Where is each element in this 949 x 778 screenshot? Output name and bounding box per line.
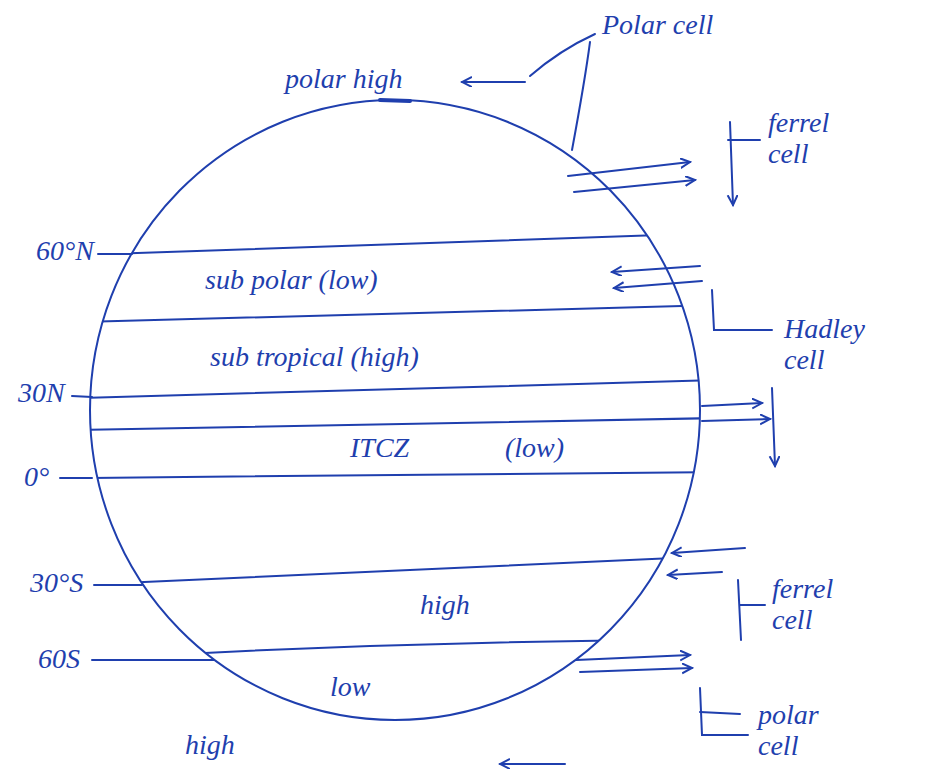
wind-arrow	[574, 180, 695, 192]
wind-arrow	[568, 162, 690, 176]
band-line	[80, 418, 720, 430]
bracket-arrow	[730, 122, 733, 205]
leader-line	[572, 42, 590, 150]
text-label: polar high	[285, 64, 402, 95]
text-label: Polar cell	[602, 10, 713, 41]
leader-line	[740, 604, 765, 606]
text-label: high	[420, 590, 470, 621]
text-label: sub tropical (high)	[210, 342, 419, 373]
wind-arrow	[702, 419, 770, 421]
wind-arrow	[668, 572, 722, 575]
band-line	[80, 233, 720, 255]
text-label: ferrel cell	[772, 574, 872, 636]
wind-arrow	[614, 281, 702, 288]
latitude-bands	[80, 233, 720, 660]
latitude-leader	[98, 253, 132, 255]
text-label: sub polar (low)	[205, 265, 378, 296]
band-line	[80, 640, 720, 660]
bracket-line	[738, 580, 741, 640]
pole-mark	[380, 100, 410, 101]
band-line	[80, 380, 720, 398]
wind-arrow	[672, 548, 745, 553]
text-label: high	[185, 730, 235, 761]
text-label: ferrel cell	[768, 108, 868, 170]
bracket-line	[700, 688, 748, 735]
wind-arrow	[462, 81, 525, 83]
latitude-leader	[72, 396, 92, 397]
text-label: low	[330, 672, 370, 703]
text-label: 0°	[24, 462, 49, 493]
wind-arrow	[612, 266, 700, 272]
text-label: 30N	[18, 378, 65, 409]
wind-arrow	[500, 763, 565, 765]
text-label: polar cell	[758, 700, 858, 762]
text-label: (low)	[505, 433, 564, 464]
wind-arrow	[576, 655, 690, 660]
latitude-leader	[92, 659, 214, 661]
band-line	[80, 472, 720, 478]
band-line	[80, 305, 720, 322]
leader-line	[700, 712, 740, 714]
bracket-arrow	[772, 388, 775, 466]
bracket-line	[712, 290, 772, 330]
globe-outline	[90, 100, 700, 720]
text-label: 60S	[38, 644, 80, 675]
text-label: 60°N	[36, 236, 94, 267]
leader-line	[728, 139, 760, 141]
latitude-leader	[94, 584, 142, 586]
wind-arrow	[580, 668, 692, 672]
band-line	[80, 556, 720, 585]
latitude-leader	[60, 477, 92, 479]
text-label: ITCZ	[350, 433, 409, 464]
text-label: 30°S	[30, 568, 83, 599]
text-label: Hadley cell	[784, 314, 884, 376]
wind-arrow	[702, 403, 762, 406]
